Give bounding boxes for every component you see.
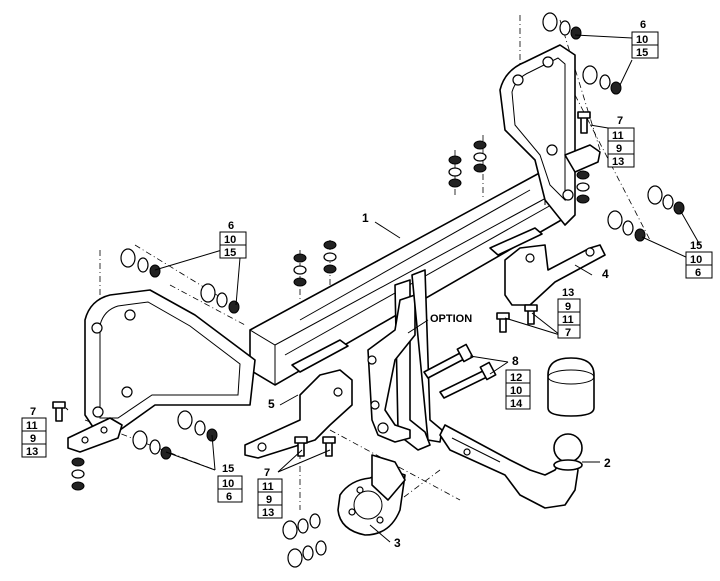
stack-center-bolt: 13 9 11 7 bbox=[557, 287, 581, 339]
right-foot-plate bbox=[564, 144, 601, 173]
hardware-top-right bbox=[542, 12, 622, 95]
part-number-label: 13 bbox=[26, 446, 38, 458]
part-number-label: 11 bbox=[612, 130, 624, 142]
hardware-nut-columns bbox=[71, 140, 590, 491]
callout-left-bracket: 5 bbox=[268, 397, 275, 411]
tow-ball-cover bbox=[547, 357, 595, 417]
part-number-label: 9 bbox=[565, 301, 571, 313]
part-number-label: 7 bbox=[264, 467, 270, 479]
callout-socket-plate: 3 bbox=[394, 536, 401, 550]
part-number-label: 10 bbox=[510, 385, 522, 397]
stack-top-right: 6 10 15 bbox=[631, 19, 659, 59]
part-number-label: 12 bbox=[510, 372, 522, 384]
part-number-label: 7 bbox=[617, 115, 623, 127]
stack-left-upper: 6 10 15 bbox=[219, 220, 247, 259]
callout-ball: 2 bbox=[604, 456, 611, 470]
callout-bolts: 8 bbox=[512, 354, 519, 368]
hardware-lower-center bbox=[282, 513, 327, 568]
part-number-label: 6 bbox=[226, 491, 232, 503]
part-number-label: 10 bbox=[222, 478, 234, 490]
part-number-label: 10 bbox=[690, 254, 702, 266]
part-number-label: 11 bbox=[562, 314, 574, 326]
part-number-label: 15 bbox=[224, 247, 236, 259]
right-side-bracket bbox=[499, 44, 576, 226]
leader-lines bbox=[65, 34, 701, 543]
stack-lower-center: 7 11 9 13 bbox=[257, 467, 283, 519]
part-number-label: 9 bbox=[616, 143, 622, 155]
stack-upper-right-bolt: 7 11 9 13 bbox=[607, 115, 635, 168]
callout-beam: 1 bbox=[362, 211, 369, 225]
center-left-bracket bbox=[244, 339, 353, 459]
part-number-label: 13 bbox=[262, 507, 274, 519]
part-number-label: 6 bbox=[695, 267, 701, 279]
bolts-group-8 bbox=[423, 343, 497, 399]
center-right-bracket bbox=[489, 227, 606, 306]
part-number-label: 11 bbox=[26, 420, 38, 432]
stack-right-mid: 15 10 6 bbox=[685, 240, 713, 279]
part-number-label: 9 bbox=[266, 494, 272, 506]
hardware-right-mid bbox=[607, 185, 685, 242]
left-side-bracket bbox=[84, 289, 256, 431]
part-number-label: 13 bbox=[562, 287, 574, 299]
part-number-label: 7 bbox=[30, 406, 36, 418]
part-number-label: 11 bbox=[262, 481, 274, 493]
part-number-label: 6 bbox=[228, 220, 234, 232]
callouts: 1 2 3 4 5 8 OPTION bbox=[268, 211, 611, 550]
part-number-label: 10 bbox=[636, 34, 648, 46]
part-number-label: 9 bbox=[30, 433, 36, 445]
part-number-label: 15 bbox=[690, 240, 702, 252]
part-number-label: 15 bbox=[636, 47, 648, 59]
callout-right-bracket: 4 bbox=[602, 267, 609, 281]
part-number-label: 14 bbox=[510, 398, 523, 410]
stack-left-bolt: 7 11 9 13 bbox=[21, 406, 47, 458]
hardware-lower-left bbox=[132, 410, 218, 460]
left-foot-plate bbox=[67, 417, 123, 453]
stack-lower-left: 15 10 6 bbox=[217, 463, 243, 503]
part-number-label: 15 bbox=[222, 463, 234, 475]
part-number-label: 13 bbox=[612, 156, 624, 168]
option-label: OPTION bbox=[430, 313, 472, 325]
tow-ball bbox=[439, 424, 583, 509]
stack-bolts-8: 12 10 14 bbox=[505, 369, 531, 410]
part-number-label: 10 bbox=[224, 234, 236, 246]
loose-bolts bbox=[52, 111, 591, 457]
part-number-label: 6 bbox=[640, 19, 646, 31]
socket-plate bbox=[337, 454, 406, 536]
part-number-label: 7 bbox=[565, 327, 571, 339]
